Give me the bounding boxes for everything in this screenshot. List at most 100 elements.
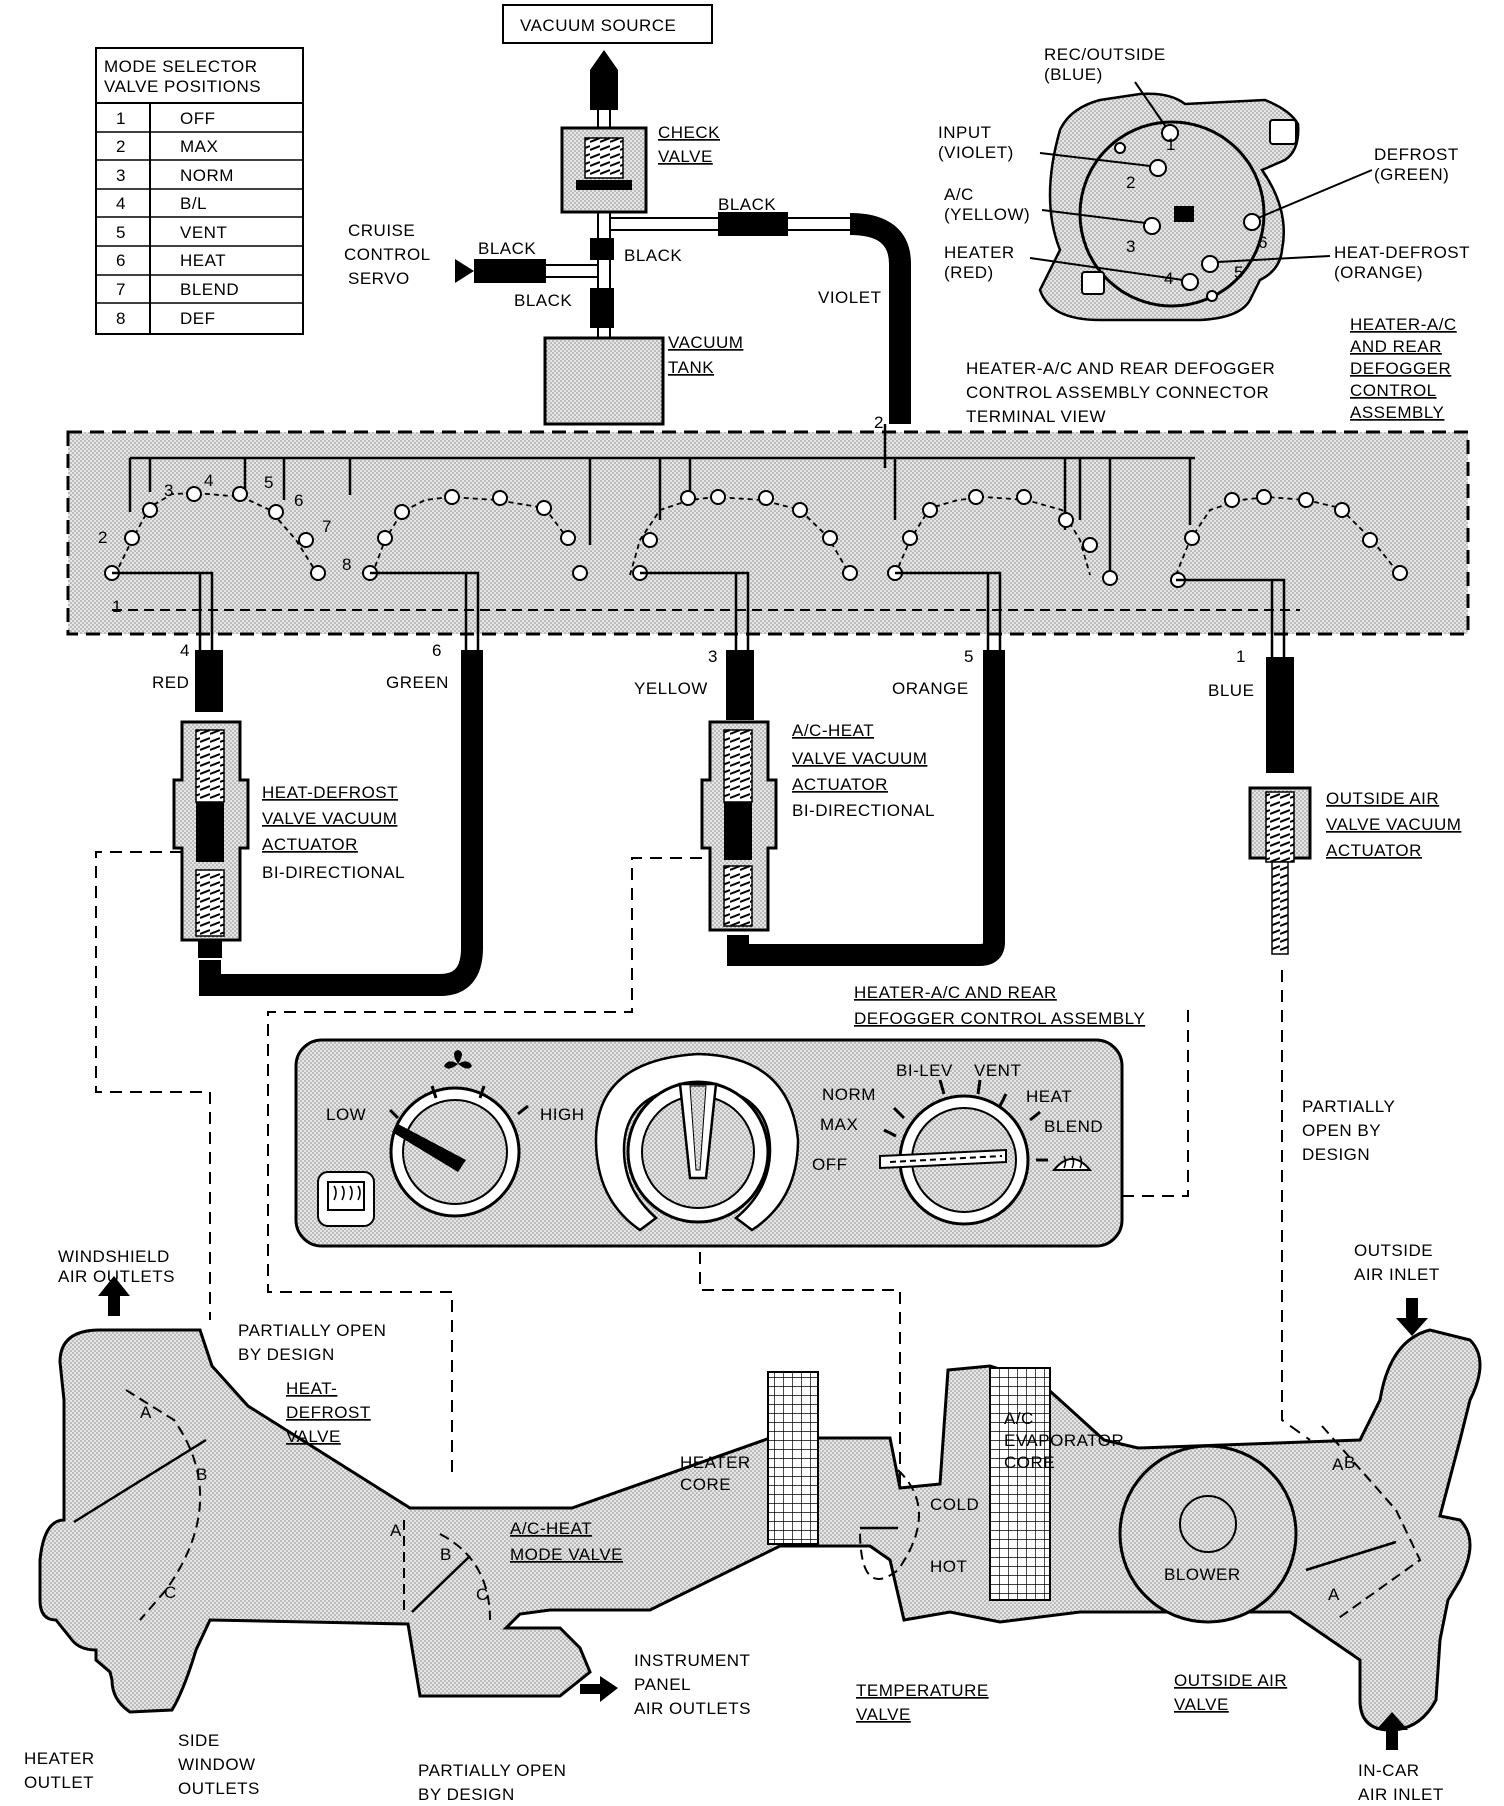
svg-text:INSTRUMENT: INSTRUMENT bbox=[634, 1651, 750, 1670]
svg-text:BI-DIRECTIONAL: BI-DIRECTIONAL bbox=[262, 863, 405, 882]
svg-text:HEAT-DEFROST: HEAT-DEFROST bbox=[262, 783, 398, 802]
mode-table-rows: 1 OFF 2 MAX 3 NORM 4 B/L 5 VENT 6 HEAT 7… bbox=[116, 109, 239, 328]
violet-label: VIOLET bbox=[818, 288, 881, 307]
fan-high-label: HIGH bbox=[540, 1105, 585, 1124]
heat-defrost-label-2: (ORANGE) bbox=[1334, 263, 1423, 282]
yellow-pin-num: 3 bbox=[708, 647, 718, 666]
arrow-up-icon bbox=[98, 1276, 130, 1316]
defrost-label-1: DEFROST bbox=[1374, 145, 1459, 164]
mode-heat-label: HEAT bbox=[1026, 1087, 1072, 1106]
temperature-knob[interactable] bbox=[594, 1052, 800, 1232]
svg-text:OUTLET: OUTLET bbox=[24, 1773, 94, 1792]
pin-number: 5 bbox=[1234, 263, 1244, 282]
svg-text:4: 4 bbox=[204, 471, 214, 490]
mode-bilev-label: BI-LEV bbox=[896, 1061, 953, 1080]
svg-text:IN-CAR: IN-CAR bbox=[1358, 1761, 1420, 1780]
mode-row-label: MAX bbox=[180, 137, 218, 156]
violet-pin-num: 2 bbox=[874, 413, 884, 432]
svg-text:VALVE: VALVE bbox=[1174, 1695, 1229, 1714]
pin-number: 2 bbox=[1126, 173, 1136, 192]
svg-text:AND REAR: AND REAR bbox=[1350, 337, 1442, 356]
mode-row-num: 5 bbox=[116, 223, 126, 242]
check-valve-label-2: VALVE bbox=[658, 147, 713, 166]
rec-outside-label-2: (BLUE) bbox=[1044, 65, 1103, 84]
heat-defrost-label-1: HEAT-DEFROST bbox=[1334, 243, 1470, 262]
svg-text:PARTIALLY OPEN: PARTIALLY OPEN bbox=[238, 1321, 386, 1340]
svg-text:A: A bbox=[140, 1403, 152, 1422]
input-label-2: (VIOLET) bbox=[938, 143, 1014, 162]
arrow-right-icon bbox=[580, 1676, 618, 1702]
connector-title-2: CONTROL ASSEMBLY CONNECTOR bbox=[966, 383, 1269, 402]
ac-heat-actuator: A/C-HEAT VALVE VACUUM ACTUATOR BI-DIRECT… bbox=[700, 720, 935, 932]
black-label-2: BLACK bbox=[624, 246, 682, 265]
svg-text:BY DESIGN: BY DESIGN bbox=[238, 1345, 335, 1364]
svg-text:A/C-HEAT: A/C-HEAT bbox=[792, 721, 874, 740]
svg-text:A: A bbox=[1332, 1455, 1344, 1474]
svg-text:BLOWER: BLOWER bbox=[1164, 1565, 1241, 1584]
svg-text:8: 8 bbox=[342, 555, 352, 574]
svg-text:HOT: HOT bbox=[930, 1557, 967, 1576]
mode-table-header-2: VALVE POSITIONS bbox=[104, 77, 261, 96]
mode-row-label: NORM bbox=[180, 166, 234, 185]
svg-text:7: 7 bbox=[322, 517, 332, 536]
fan-speed-knob[interactable]: LOW HIGH bbox=[326, 1050, 585, 1218]
connector-title-1: HEATER-A/C AND REAR DEFOGGER bbox=[966, 359, 1275, 378]
heat-defrost-actuator: HEAT-DEFROST VALVE VACUUM ACTUATOR BI-DI… bbox=[172, 720, 405, 958]
svg-text:WINDOW: WINDOW bbox=[178, 1755, 256, 1774]
check-valve-label-1: CHECK bbox=[658, 123, 720, 142]
panel-title-1: HEATER-A/C AND REAR bbox=[854, 983, 1057, 1002]
svg-text:VALVE VACUUM: VALVE VACUUM bbox=[262, 809, 397, 828]
svg-text:1: 1 bbox=[112, 597, 122, 616]
svg-text:CORE: CORE bbox=[1004, 1453, 1055, 1472]
fan-low-label: LOW bbox=[326, 1105, 366, 1124]
cruise-label-2: CONTROL bbox=[344, 245, 431, 264]
vacuum-supply: VACUUM SOURCE CHECK VALVE BLACK BLACK BL… bbox=[344, 4, 911, 432]
mode-row-num: 7 bbox=[116, 280, 126, 299]
cruise-label-3: SERVO bbox=[348, 269, 410, 288]
mode-row-label: BLEND bbox=[180, 280, 239, 299]
svg-text:OUTSIDE AIR: OUTSIDE AIR bbox=[1174, 1671, 1287, 1690]
cruise-servo-arrow-icon bbox=[455, 259, 474, 283]
mode-table-header-1: MODE SELECTOR bbox=[104, 57, 258, 76]
blue-label: BLUE bbox=[1208, 681, 1254, 700]
svg-text:PARTIALLY OPEN: PARTIALLY OPEN bbox=[418, 1761, 566, 1780]
svg-text:B: B bbox=[1344, 1453, 1356, 1472]
red-pin-num: 4 bbox=[180, 641, 190, 660]
arrow-down-icon bbox=[1396, 1298, 1428, 1336]
mode-row-num: 6 bbox=[116, 251, 126, 270]
linkages bbox=[95, 851, 1311, 1500]
svg-text:SIDE: SIDE bbox=[178, 1731, 220, 1750]
connector-terminal-view: 1 2 3 4 5 6 REC/OUTSIDE (BLUE) INPUT (VI… bbox=[938, 45, 1470, 426]
mode-row-label: B/L bbox=[180, 194, 207, 213]
svg-text:C: C bbox=[164, 1583, 177, 1602]
ductwork: WINDSHIELD AIR OUTLETS PARTIALLY OPEN BY… bbox=[24, 1097, 1482, 1804]
mode-knob[interactable]: NORM BI-LEV VENT HEAT MAX BLEND OFF bbox=[812, 1061, 1103, 1226]
mode-row-num: 3 bbox=[116, 166, 126, 185]
svg-text:ACTUATOR: ACTUATOR bbox=[1326, 841, 1422, 860]
rear-defog-button[interactable] bbox=[317, 1171, 375, 1227]
svg-text:ASSEMBLY: ASSEMBLY bbox=[1350, 403, 1444, 422]
svg-text:OUTSIDE AIR: OUTSIDE AIR bbox=[1326, 789, 1439, 808]
fan-icon bbox=[444, 1050, 472, 1069]
svg-text:ACTUATOR: ACTUATOR bbox=[792, 775, 888, 794]
cruise-label-1: CRUISE bbox=[348, 221, 415, 240]
red-label: RED bbox=[152, 673, 189, 692]
evaporator-core bbox=[989, 1367, 1051, 1601]
mode-row-num: 8 bbox=[116, 309, 126, 328]
defrost-label-2: (GREEN) bbox=[1374, 165, 1449, 184]
mode-max-label: MAX bbox=[820, 1115, 858, 1134]
vacuum-tank bbox=[543, 336, 665, 426]
svg-text:VALVE VACUUM: VALVE VACUUM bbox=[792, 749, 927, 768]
svg-text:TEMPERATURE: TEMPERATURE bbox=[856, 1681, 989, 1700]
black-label-3: BLACK bbox=[514, 291, 572, 310]
yellow-label: YELLOW bbox=[634, 679, 708, 698]
svg-text:OUTSIDE: OUTSIDE bbox=[1354, 1241, 1433, 1260]
svg-text:A/C: A/C bbox=[1004, 1409, 1034, 1428]
black-label-1: BLACK bbox=[718, 195, 776, 214]
svg-text:HEAT-: HEAT- bbox=[286, 1379, 337, 1398]
svg-text:HEATER: HEATER bbox=[680, 1453, 751, 1472]
vacuum-hoses: 4 RED 6 GREEN 3 YELLOW 5 ORANGE 1 BLUE bbox=[152, 641, 1294, 996]
mode-row-label: HEAT bbox=[180, 251, 226, 270]
svg-text:VALVE VACUUM: VALVE VACUUM bbox=[1326, 815, 1461, 834]
control-assembly-label: HEATER-A/C AND REAR DEFOGGER CONTROL ASS… bbox=[1350, 315, 1456, 422]
